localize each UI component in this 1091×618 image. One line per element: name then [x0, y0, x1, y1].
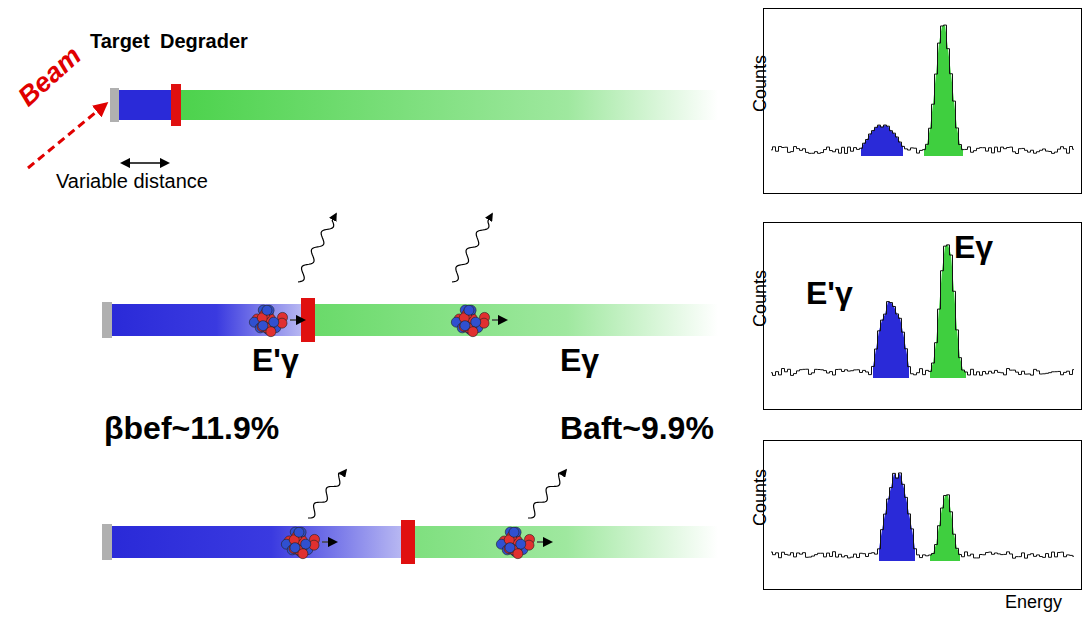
axis-label: Counts — [750, 469, 771, 526]
gamma-ray — [528, 470, 566, 518]
gamma-energy-label: E'γ — [252, 342, 299, 379]
gamma-ray — [298, 214, 336, 282]
spectrum-line — [771, 25, 1074, 153]
spectrum-peak — [879, 473, 915, 561]
axis-label: Energy — [1005, 592, 1062, 613]
velocity-label: Baft~9.9% — [560, 410, 714, 447]
axis-label: Counts — [750, 270, 771, 327]
gamma-ray — [452, 214, 492, 282]
gamma-ray — [308, 470, 346, 518]
gamma-energy-label: Eγ — [560, 342, 599, 379]
spectrum-frame: CountsE'γEγ — [763, 222, 1082, 410]
nucleus — [249, 305, 304, 337]
spectrum-peak — [873, 302, 909, 378]
spectrum-group — [771, 25, 1074, 561]
spectrum-frame: Counts — [763, 440, 1082, 590]
distance-label: Variable distance — [56, 170, 208, 193]
spectrum-peak — [861, 125, 903, 156]
target-label: Target — [90, 30, 150, 53]
setup-row-3 — [102, 520, 718, 564]
nucleus — [281, 527, 336, 559]
velocity-label: βbef~11.9% — [104, 410, 279, 447]
setup-row-2 — [102, 298, 718, 342]
peak-label: Eγ — [954, 229, 993, 266]
spectrum-frame: Counts — [763, 8, 1082, 194]
beam-label: Beam — [12, 40, 87, 112]
spectrum-peak — [924, 25, 963, 156]
setup-row-1 — [28, 84, 718, 168]
degrader-label: Degrader — [160, 30, 248, 53]
nucleus — [496, 527, 551, 559]
gamma-wave-group — [298, 214, 566, 518]
axis-label: Counts — [750, 55, 771, 112]
nucleus — [451, 305, 506, 337]
nucleus-group — [249, 305, 551, 559]
spectrum-line — [771, 473, 1074, 558]
peak-label: E'γ — [806, 275, 853, 312]
spectrum-line — [771, 245, 1074, 376]
